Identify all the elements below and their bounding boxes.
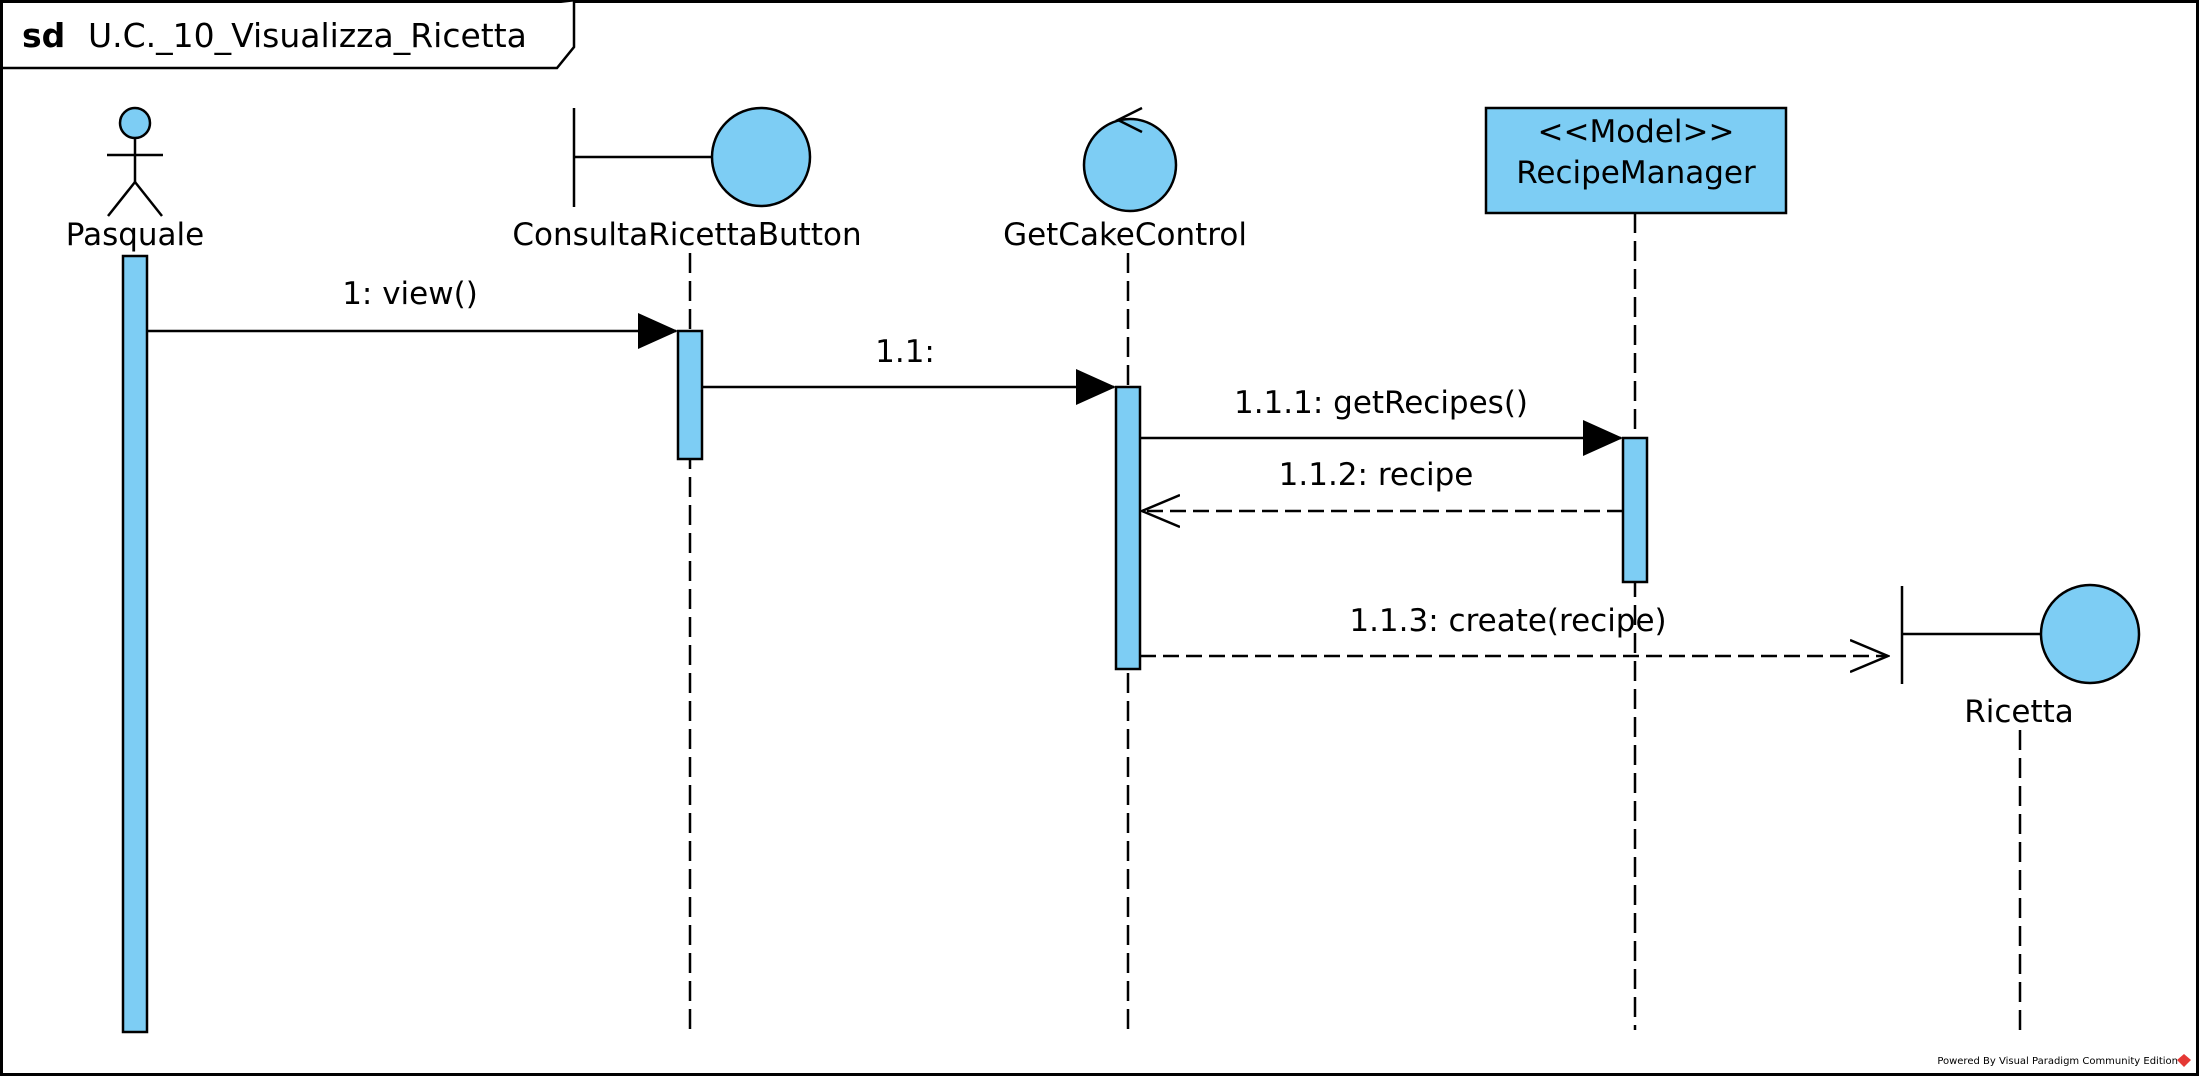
visual-paradigm-logo-icon xyxy=(2177,1054,2191,1067)
participant-label-pasquale: Pasquale xyxy=(66,217,204,253)
message-label-1-1: 1.1: xyxy=(875,334,935,370)
message-label-1-1-1: 1.1.1: getRecipes() xyxy=(1234,385,1528,421)
activation-bars xyxy=(121,254,1649,1034)
participant-label-control: GetCakeControl xyxy=(1003,217,1247,253)
activation-button xyxy=(676,329,704,461)
footer-watermark: Powered By Visual Paradigm Community Edi… xyxy=(1937,1056,2178,1067)
frame-title: U.C._10_Visualizza_Ricetta xyxy=(88,16,527,55)
model-name: RecipeManager xyxy=(1516,155,1756,191)
boundary-icon xyxy=(2039,583,2141,685)
model-stereotype: <<Model>> xyxy=(1538,114,1735,150)
frame-keyword: sd xyxy=(22,16,65,55)
participant-pasquale xyxy=(107,106,163,217)
activation-control xyxy=(1114,385,1142,671)
participant-recipe-manager: <<Model>> RecipeManager xyxy=(1484,106,1788,215)
participant-ricetta xyxy=(1900,583,2141,685)
message-label-1-1-3: 1.1.3: create(recipe) xyxy=(1349,603,1666,639)
participant-get-cake-control xyxy=(1082,106,1178,213)
activation-model xyxy=(1621,436,1649,584)
actor-icon xyxy=(118,106,152,140)
message-label-1: 1: view() xyxy=(342,276,478,312)
participant-label-ricetta: Ricetta xyxy=(1964,694,2074,730)
control-icon xyxy=(1082,117,1178,213)
boundary-icon xyxy=(710,106,812,208)
participant-consulta-ricetta-button xyxy=(572,106,812,208)
activation-pasquale xyxy=(121,254,149,1034)
participant-label-button: ConsultaRicettaButton xyxy=(512,217,861,253)
message-label-1-1-2: 1.1.2: recipe xyxy=(1279,457,1474,493)
messages xyxy=(147,313,1888,656)
